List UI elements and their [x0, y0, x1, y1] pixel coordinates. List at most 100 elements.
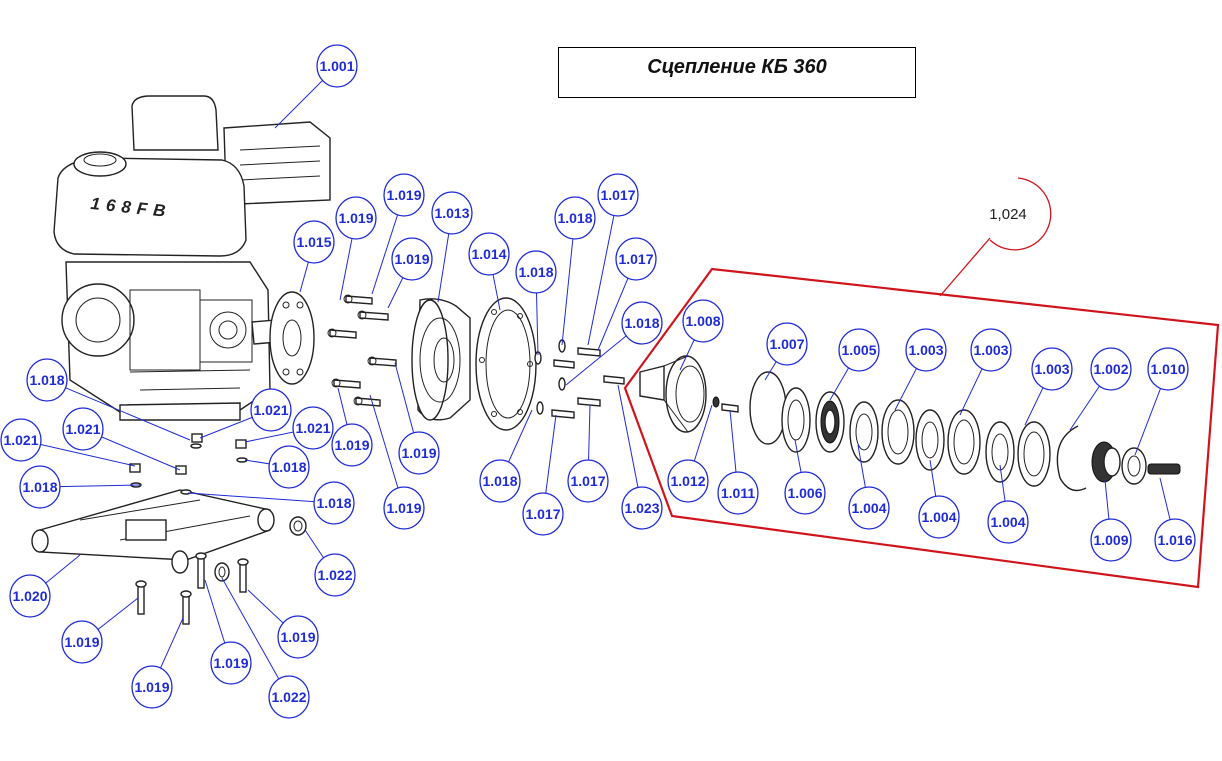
callout-1.021: 1.021 [244, 406, 334, 450]
callout-label: 1.018 [29, 372, 64, 388]
callout-label: 1.017 [570, 473, 605, 489]
callout-bubble [468, 232, 510, 276]
callout-1.021: 1.021 [199, 388, 292, 439]
callout-label: 1.005 [841, 342, 876, 358]
callout-bubble [383, 486, 425, 530]
callout-label: 1.018 [518, 264, 553, 280]
leader-line [221, 577, 290, 698]
clutch-assembly [639, 355, 1181, 492]
callout-1.008: 1.008 [679, 299, 724, 371]
callout-bubble [210, 641, 252, 685]
callout-label: 1.018 [482, 473, 517, 489]
callout-label: 1.010 [1150, 361, 1185, 377]
callout-1.009: 1.009 [1090, 479, 1132, 562]
callout-bubble [621, 301, 663, 345]
callout-label: 1.013 [434, 205, 469, 221]
callout-bubble [268, 675, 310, 719]
callout-label: 1.019 [338, 210, 373, 226]
callout-label: 1.019 [64, 634, 99, 650]
callout-1.001: 1.001 [274, 44, 358, 129]
callout-bubble [1147, 347, 1189, 391]
callout-1.018: 1.018 [19, 465, 141, 509]
callout-bubble [1090, 518, 1132, 562]
callout-label: 1.019 [386, 500, 421, 516]
callout-bubble [1031, 347, 1073, 391]
callout-1.021: 1.021 [62, 407, 181, 471]
callout-label: 1.004 [990, 514, 1025, 530]
callout-label: 1.003 [1034, 361, 1069, 377]
callout-bubble [316, 44, 358, 88]
callout-label: 1.021 [65, 421, 100, 437]
callout-label: 1.017 [525, 506, 560, 522]
callout-bubble [0, 418, 42, 462]
leader-line [187, 492, 335, 504]
callout-1.004: 1.004 [848, 444, 890, 530]
callout-1.012: 1.012 [667, 404, 713, 503]
callout-1.007: 1.007 [764, 322, 808, 381]
callout-label: 1.018 [316, 495, 351, 511]
callout-bubble [766, 322, 808, 366]
callout-label: 1.016 [1157, 532, 1192, 548]
callout-bubble [567, 459, 609, 503]
callout-label: 1.021 [253, 402, 288, 418]
callout-bubble [554, 196, 596, 240]
callout-label: 1.004 [851, 500, 886, 516]
callout-bubble [1090, 347, 1132, 391]
callout-bubble [667, 459, 709, 503]
callout-bubble [621, 486, 663, 530]
callout-label: 1.002 [1093, 361, 1128, 377]
callout-bubble [9, 574, 51, 618]
callout-bubble [26, 358, 68, 402]
engine-drawing: 168FB [53, 95, 331, 421]
callout-bubble [335, 196, 377, 240]
callout-bubble [131, 665, 173, 709]
callout-1.022: 1.022 [221, 577, 310, 719]
callout-1.018: 1.018 [26, 358, 191, 441]
callout-1.005: 1.005 [829, 328, 880, 401]
callout-1.021: 1.021 [0, 418, 136, 467]
callout-label: 1.018 [22, 479, 57, 495]
callout-label: 1.015 [296, 234, 331, 250]
callout-bubble [331, 423, 373, 467]
group-leader-line [939, 237, 991, 297]
callout-bubble [838, 328, 880, 372]
callout-bubble [293, 220, 335, 264]
callout-label: 1.009 [1093, 532, 1128, 548]
diagram-title: Сцепление КБ 360 [647, 56, 827, 78]
callout-label: 1.019 [394, 251, 429, 267]
callout-1.003: 1.003 [894, 328, 947, 411]
callout-label: 1.018 [271, 459, 306, 475]
callout-1.019: 1.019 [131, 617, 184, 709]
callout-label: 1.003 [908, 342, 943, 358]
callout-bubble [292, 406, 334, 450]
callout-bubble [479, 459, 521, 503]
callout-bubble [391, 237, 433, 281]
callout-label: 1.019 [386, 187, 421, 203]
callout-1.014: 1.014 [468, 232, 510, 311]
callout-1.003: 1.003 [1024, 347, 1073, 426]
callout-label: 1.003 [973, 342, 1008, 358]
callout-bubble [250, 388, 292, 432]
callout-1.017: 1.017 [597, 237, 657, 351]
callout-1.019: 1.019 [387, 237, 433, 309]
base-frame [31, 433, 307, 625]
callout-1.019: 1.019 [371, 173, 425, 295]
callout-bubble [987, 500, 1029, 544]
callout-1.011: 1.011 [717, 409, 759, 515]
title-box: Сцепление КБ 360 [558, 47, 916, 98]
flange-and-gaskets [269, 291, 537, 431]
callout-1.016: 1.016 [1154, 477, 1196, 562]
callout-1.019: 1.019 [369, 394, 425, 530]
callout-1.013: 1.013 [431, 191, 473, 303]
group-label-circle [989, 177, 1052, 251]
callout-label: 1.006 [787, 485, 822, 501]
callout-bubble [398, 431, 440, 475]
leader-line [587, 194, 619, 346]
callouts-layer: 1.001 1.015 1.019 1.019 1.019 1.013 1.014 1.018… [0, 44, 1196, 719]
callout-bubble [314, 553, 356, 597]
callout-1.017: 1.017 [587, 173, 639, 346]
callout-1.004: 1.004 [918, 459, 960, 539]
callout-label: 1.020 [12, 588, 47, 604]
callout-label: 1.017 [618, 251, 653, 267]
